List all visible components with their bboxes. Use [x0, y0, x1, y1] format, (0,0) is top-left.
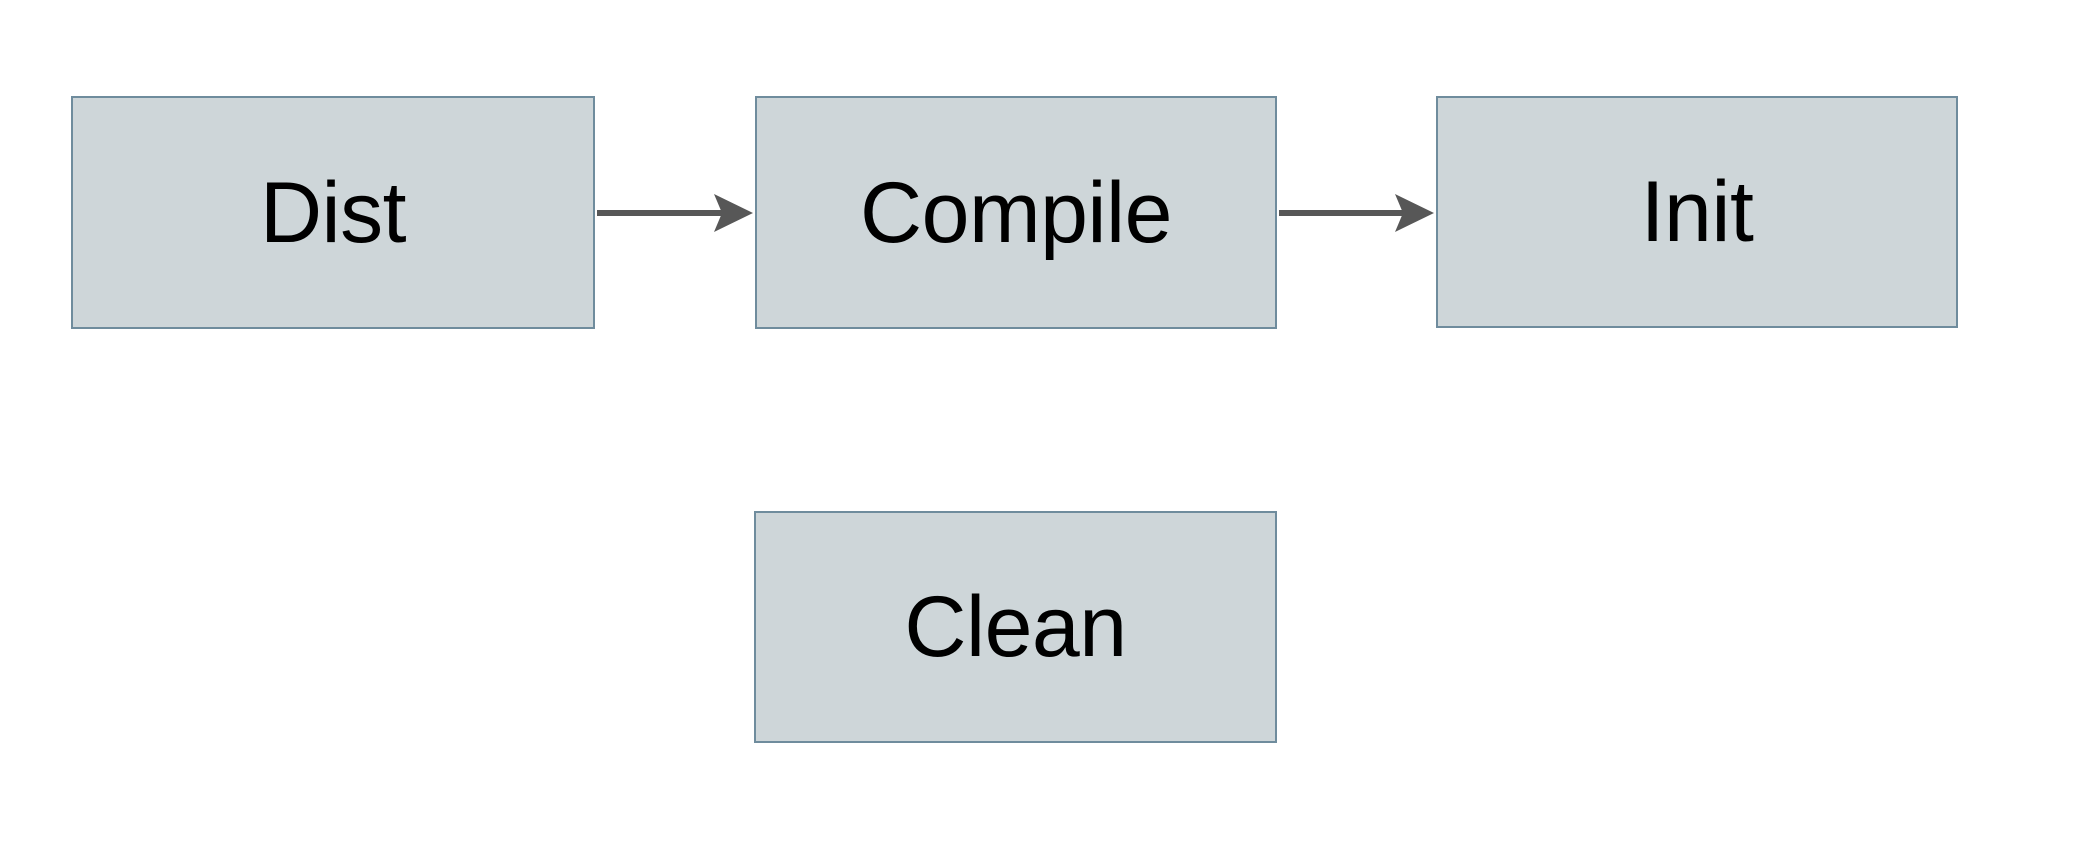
node-label: Dist — [259, 164, 407, 261]
edge-compile-to-init — [1279, 194, 1434, 232]
node-label: Init — [1640, 164, 1754, 260]
node-label: Clean — [904, 579, 1127, 675]
diagram-node-dist[interactable]: Dist — [71, 96, 595, 329]
arrowhead-icon — [714, 194, 753, 232]
edge-dist-to-compile — [597, 194, 753, 232]
node-label: Compile — [860, 164, 1172, 261]
diagram-node-init[interactable]: Init — [1436, 96, 1958, 328]
diagram-node-clean[interactable]: Clean — [754, 511, 1277, 743]
diagram-node-compile[interactable]: Compile — [755, 96, 1277, 329]
arrowhead-icon — [1395, 194, 1434, 232]
